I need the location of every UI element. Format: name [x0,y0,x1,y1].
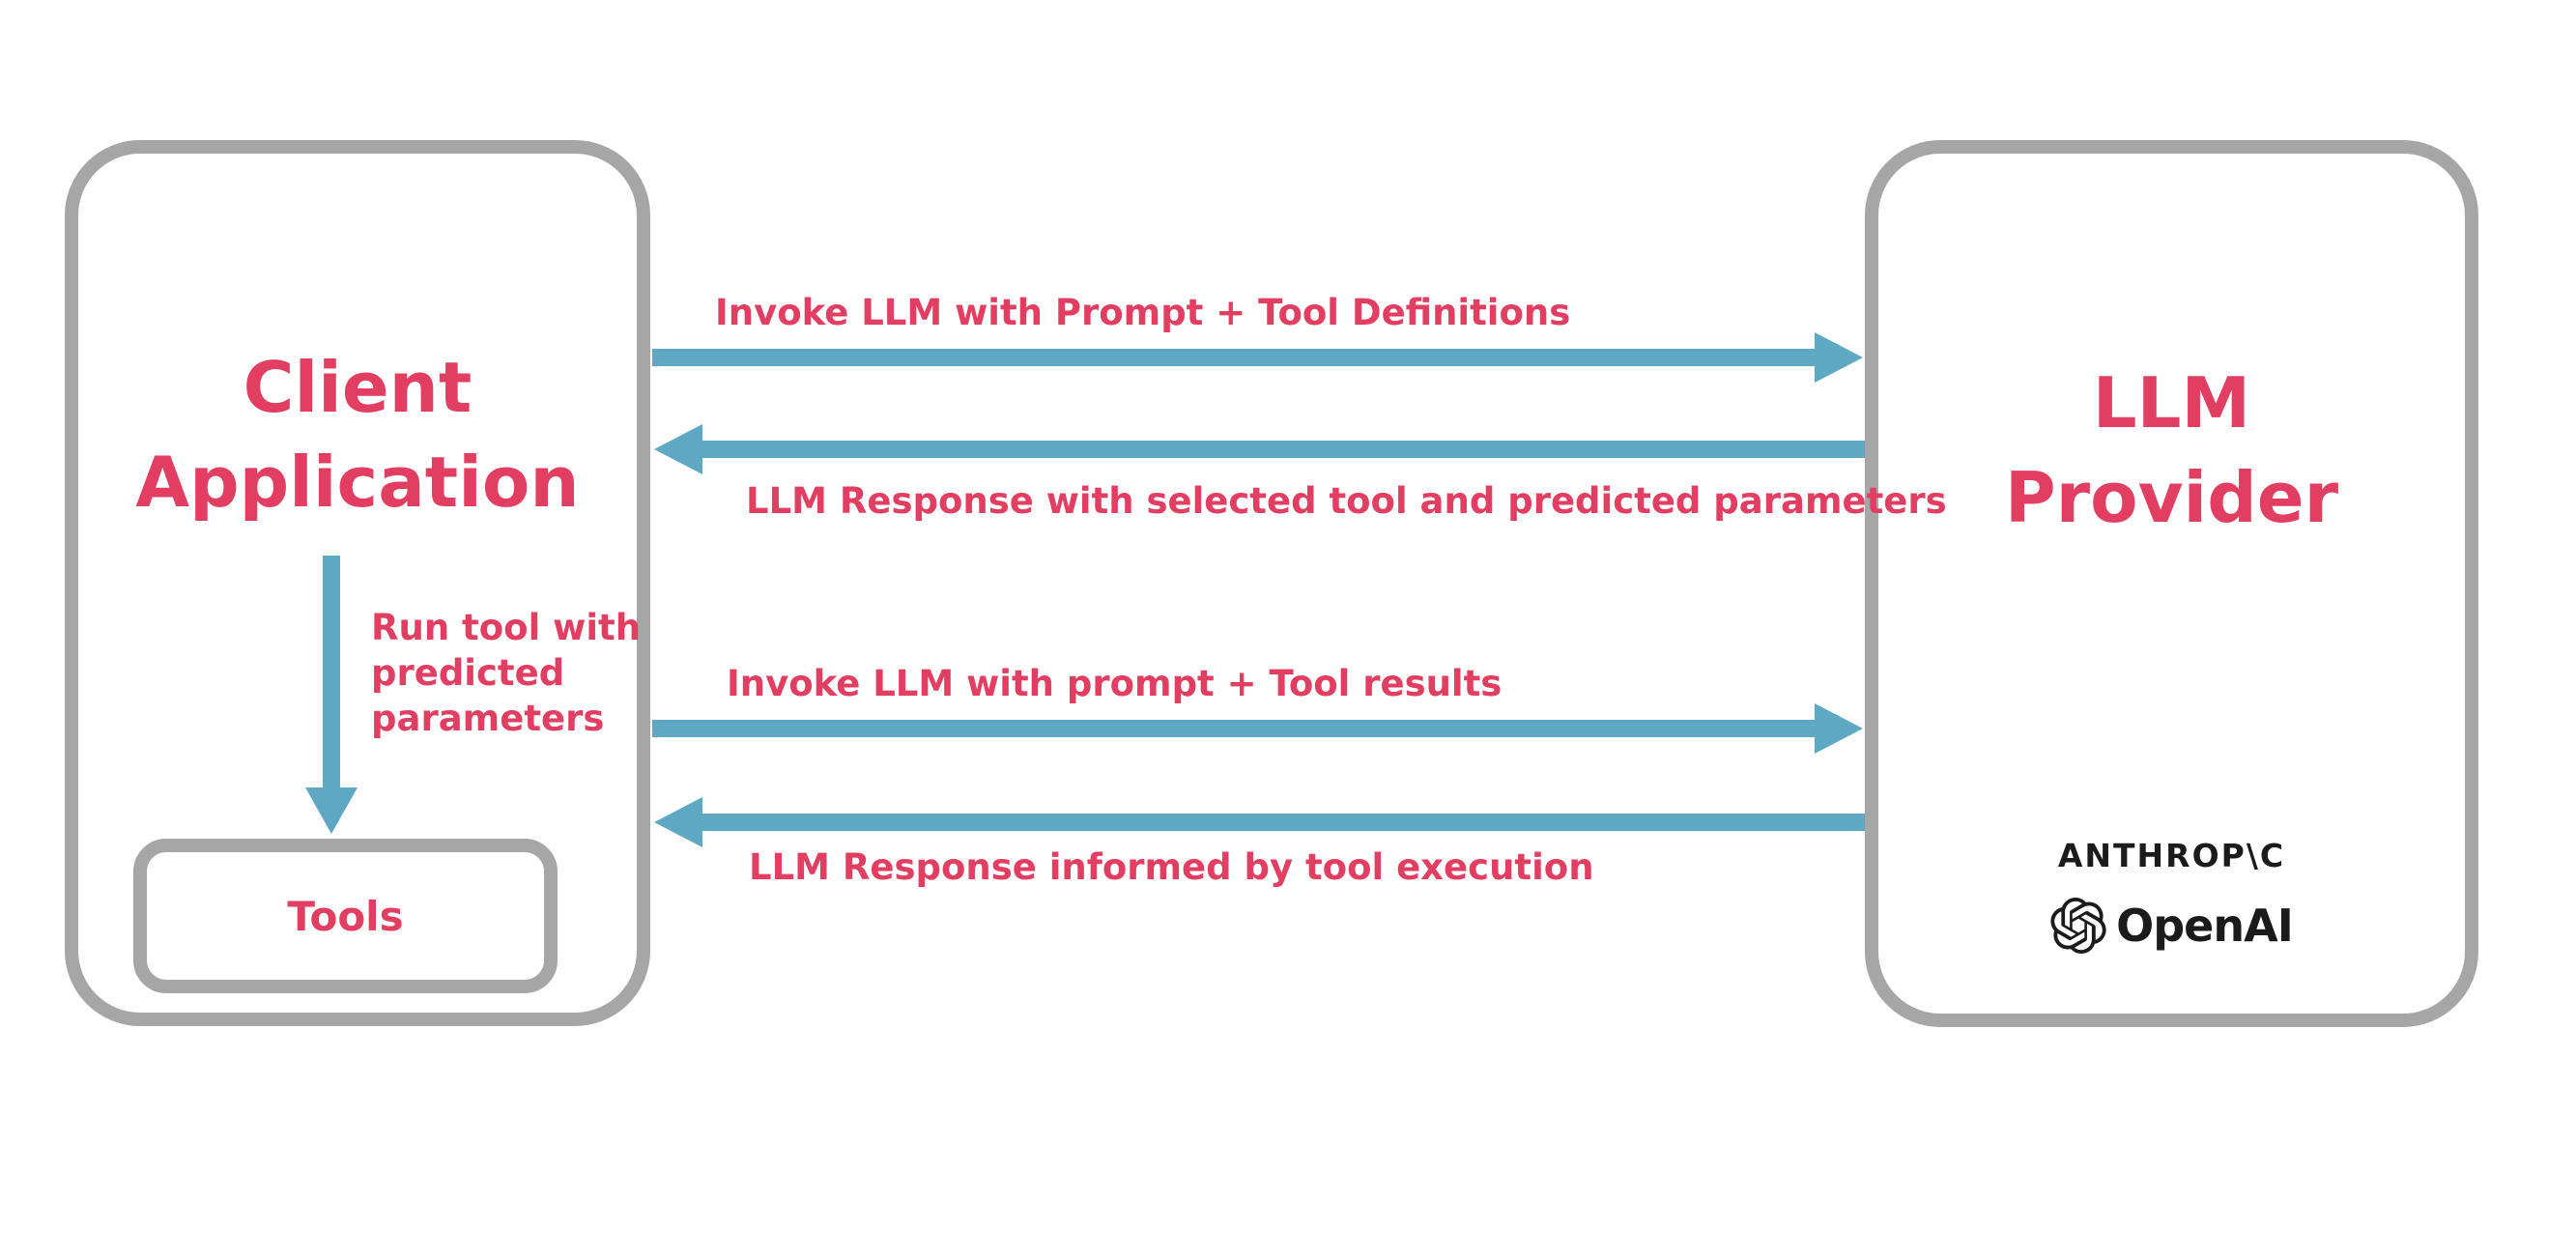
arrow-invoke-results-body [652,720,1815,737]
flow-label-response-informed: LLM Response informed by tool execution [749,846,1594,888]
client-application-title: Client Application [65,340,650,529]
flow-label-run-tool: Run tool with predicted parameters [371,607,642,739]
flow-label-invoke-definitions: Invoke LLM with Prompt + Tool Definition… [715,292,1571,333]
arrow-response-selected-body [702,441,1865,458]
client-title-line1: Client [243,347,472,428]
llm-provider-title: LLM Provider [1865,356,2478,545]
arrow-invoke-results-head-icon [1815,703,1863,754]
client-title-line2: Application [135,442,580,523]
arrow-response-informed-body [702,814,1865,831]
arrow-response-selected-head-icon [654,424,702,474]
flow-label-invoke-results: Invoke LLM with prompt + Tool results [727,663,1503,704]
openai-logo: OpenAI [2050,898,2294,954]
arrow-invoke-definitions-head-icon [1815,332,1863,383]
provider-title-line1: LLM [2092,362,2251,443]
arrow-invoke-definitions-body [652,349,1815,366]
anthropic-logo: ANTHROP\C [2057,837,2286,874]
provider-logos: ANTHROP\C OpenAI [1865,837,2478,954]
arrow-response-informed-head-icon [654,797,702,847]
arrow-run-tool-head-icon [305,787,358,834]
openai-flower-knot-icon [2050,898,2106,954]
tools-label: Tools [287,892,404,940]
provider-title-line2: Provider [2004,457,2339,538]
flow-label-response-selected: LLM Response with selected tool and pred… [746,480,1947,522]
openai-wordmark: OpenAI [2116,900,2294,952]
arrow-run-tool-body [323,556,340,787]
llm-provider-box [1865,140,2478,1027]
tools-box: Tools [133,839,558,993]
